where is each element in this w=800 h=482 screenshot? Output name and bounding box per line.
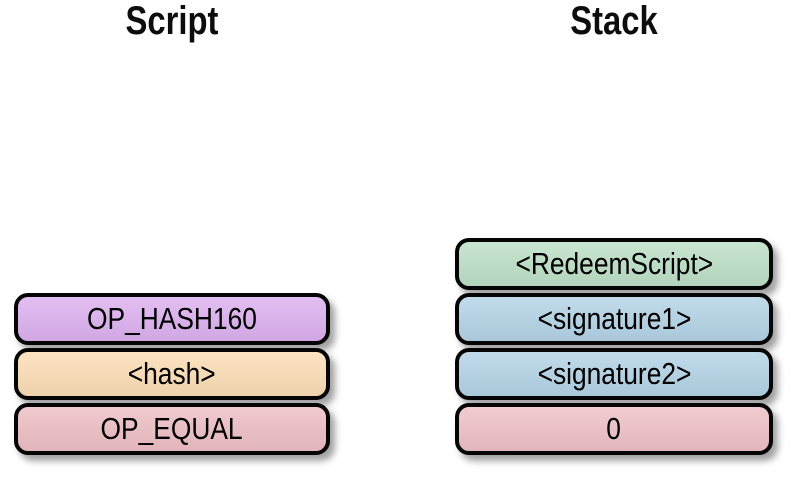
script-box-op-equal: OP_EQUAL [14,403,330,455]
script-column-title: Script [125,0,219,43]
stack-box-redeemscript: <RedeemScript> [455,238,773,290]
script-box-hash: <hash> [14,348,330,400]
stack-box-zero-label: 0 [606,410,622,446]
stack-box-signature2: <signature2> [455,348,773,400]
script-box-stack: OP_HASH160 <hash> OP_EQUAL [14,293,330,455]
script-box-op-equal-label: OP_EQUAL [100,410,244,446]
script-box-op-hash160-label: OP_HASH160 [87,300,257,336]
stack-box-signature2-label: <signature2> [537,355,691,391]
stack-box-zero: 0 [455,403,773,455]
stack-box-signature1-label: <signature1> [537,300,691,336]
stack-box-signature1: <signature1> [455,293,773,345]
stack-box-stack: <RedeemScript> <signature1> <signature2>… [455,238,773,455]
script-box-hash-label: <hash> [128,355,216,391]
stack-column-title: Stack [570,0,658,43]
stack-box-redeemscript-label: <RedeemScript> [515,245,713,281]
script-box-op-hash160: OP_HASH160 [14,293,330,345]
